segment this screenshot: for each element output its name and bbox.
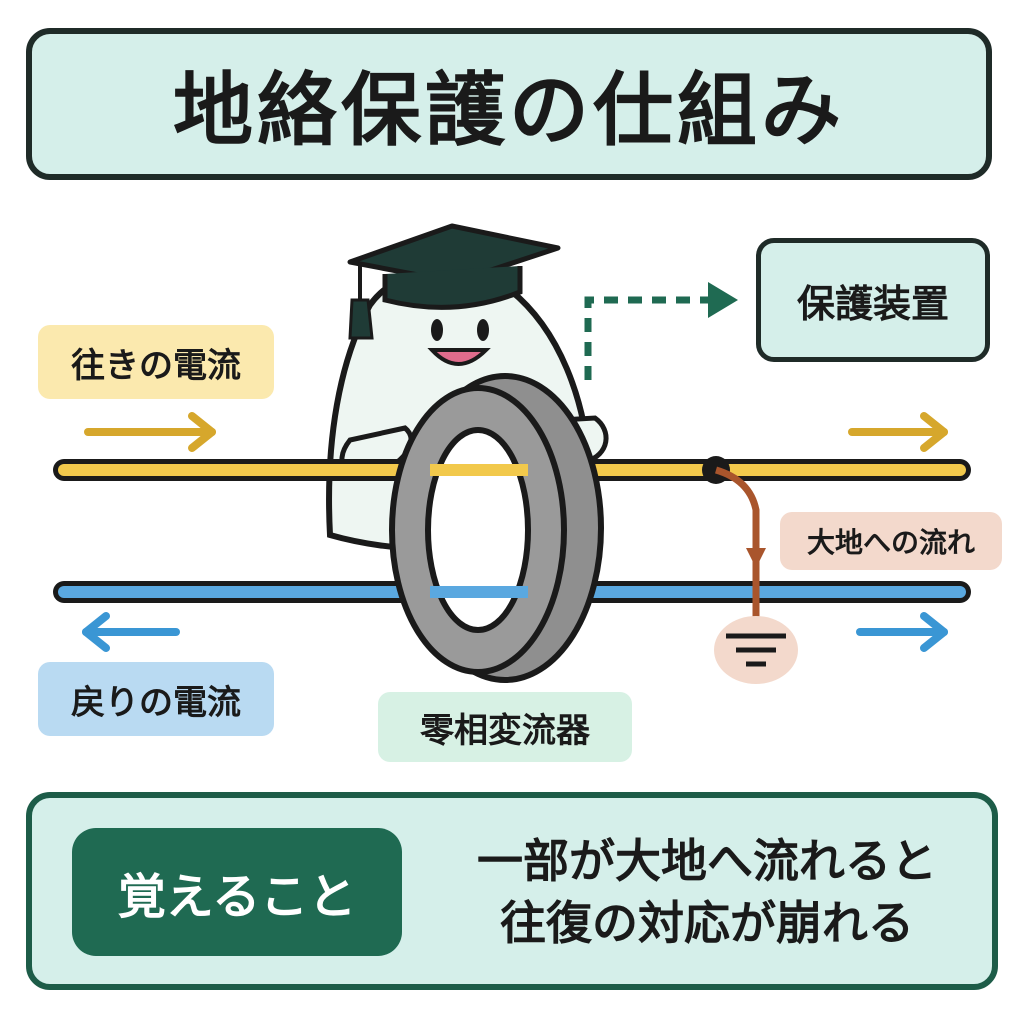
arrow-left-icon xyxy=(82,612,180,652)
zct-ring xyxy=(389,373,604,683)
page-title: 地絡保護の仕組み xyxy=(173,64,845,157)
remember-line-1: 一部が大地へ流れると xyxy=(477,834,937,888)
remember-heading: 覚えること xyxy=(72,828,402,956)
remember-note: 一部が大地へ流れると 往復の対応が崩れる xyxy=(442,828,972,956)
remember-panel: 覚えること 一部が大地へ流れると 往復の対応が崩れる xyxy=(26,792,998,990)
remember-line-2: 往復の対応が崩れる xyxy=(500,896,914,950)
forward-current-label: 往きの電流 xyxy=(38,325,274,399)
arrow-right-icon xyxy=(856,612,948,652)
earth-flow-label: 大地への流れ xyxy=(780,512,1002,570)
ground-symbol-icon xyxy=(714,616,798,684)
relay-box: 保護装置 xyxy=(756,238,990,362)
arrow-right-icon xyxy=(848,412,948,452)
signal-line xyxy=(584,296,712,380)
mortarboard-icon xyxy=(347,223,561,340)
arrow-right-icon xyxy=(84,412,216,452)
title-banner: 地絡保護の仕組み xyxy=(26,28,992,180)
arrow-right-icon xyxy=(708,282,738,318)
zct-label: 零相変流器 xyxy=(378,692,632,762)
return-current-label: 戻りの電流 xyxy=(38,662,274,736)
earth-wire xyxy=(714,466,760,628)
